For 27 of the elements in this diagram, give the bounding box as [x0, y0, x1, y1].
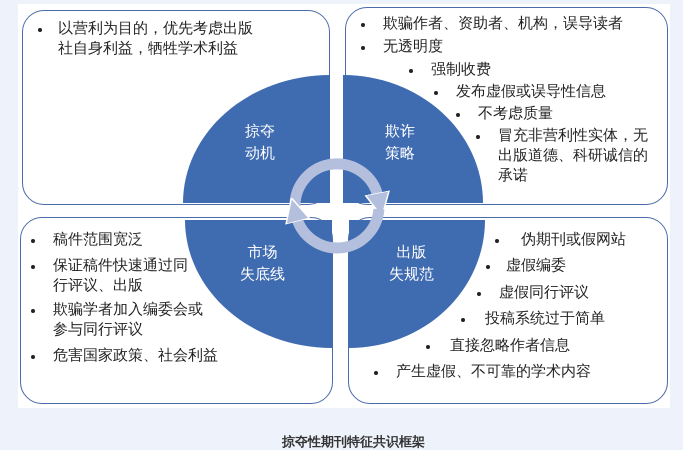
- list-text: 发布虚假或误导性信息: [456, 82, 607, 102]
- list-text: 欺骗学者加入编委会或参与同行评议: [53, 300, 203, 340]
- list-text: 伪期刊或假网站: [521, 230, 627, 250]
- list-text: 直接忽略作者信息: [450, 336, 571, 356]
- list-text: 不考虑质量: [478, 104, 554, 124]
- list-text: 稿件范围宽泛: [53, 230, 144, 250]
- list-text: 强制收费: [431, 60, 492, 80]
- list-text: 虚假同行评议: [499, 283, 590, 303]
- list-text: 危害国家政策、社会利益: [53, 346, 219, 366]
- caption: 掠夺性期刊特征共识框架: [282, 433, 425, 450]
- quadrant-label: 出版失规范: [389, 243, 434, 285]
- quadrant-label: 市场失底线: [240, 243, 285, 285]
- quadrant-label: 掠夺动机: [245, 122, 275, 164]
- list-text: 保证稿件快速通过同行评议、出版: [53, 256, 188, 296]
- curved-arrow: [286, 198, 384, 254]
- list-text: 以营利为目的，优先考虑出版社自身利益，牺牲学术利益: [58, 19, 253, 59]
- rounded-text-box: [20, 217, 333, 404]
- rounded-text-box: [345, 7, 668, 205]
- rounded-text-box: [348, 217, 668, 404]
- list-text: 虚假编委: [506, 256, 567, 276]
- rounded-text-box: [22, 10, 330, 205]
- list-text: 产生虚假、不可靠的学术内容: [396, 362, 592, 382]
- list-text: 投稿系统过于简单: [485, 309, 606, 329]
- quadrant-label: 欺诈策略: [385, 122, 415, 164]
- list-text: 无透明度: [383, 37, 444, 57]
- list-text: 欺骗作者、资助者、机构，误导读者: [383, 14, 624, 34]
- list-text: 冒充非营利性实体，无出版道德、科研诚信的承诺: [498, 126, 648, 186]
